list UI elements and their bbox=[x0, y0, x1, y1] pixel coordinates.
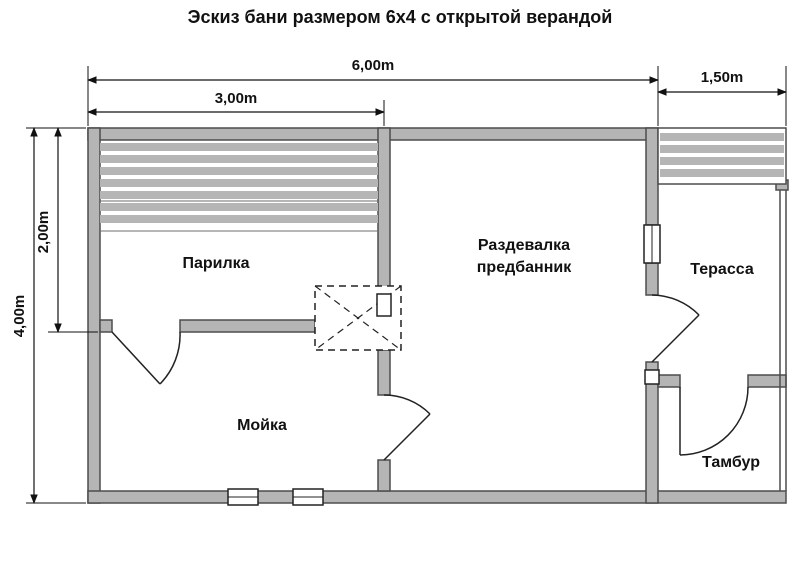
window-right-wall bbox=[643, 224, 661, 264]
room-label-tambur: Тамбур bbox=[702, 454, 760, 471]
wall-interior-vertical-lower bbox=[377, 459, 391, 492]
door-moyka-razdevalka bbox=[383, 394, 431, 461]
window-bottom-2 bbox=[292, 488, 324, 506]
dimension-height-parilka: 2,00m bbox=[35, 127, 98, 333]
wall-tambur-left bbox=[657, 374, 681, 388]
stove-wall-opening bbox=[376, 293, 392, 317]
dimension-height-total: 4,00m bbox=[11, 127, 86, 504]
wall-left bbox=[87, 127, 101, 504]
wall-interior-vertical-upper bbox=[377, 127, 391, 289]
wall-right-upper bbox=[645, 127, 659, 226]
wall-interior-horizontal bbox=[179, 319, 316, 333]
wall-top bbox=[87, 127, 659, 141]
parilka-benches bbox=[100, 143, 378, 232]
walls bbox=[87, 127, 787, 504]
room-label-terrassa: Терасса bbox=[690, 261, 754, 278]
wall-interior-horizontal-stub bbox=[99, 319, 113, 333]
dimension-width-total: 6,00m bbox=[87, 57, 659, 126]
page-title: Эскиз бани размером 6х4 с открытой веран… bbox=[188, 7, 613, 27]
room-labels: Парилка Раздевалка предбанник Терасса Мо… bbox=[182, 237, 760, 471]
window-tambur-wall bbox=[644, 369, 660, 385]
window-bottom-1 bbox=[227, 488, 259, 506]
wall-bottom bbox=[87, 490, 787, 504]
room-label-razdevalka-line1: Раздевалка bbox=[478, 237, 570, 254]
stove bbox=[314, 285, 402, 351]
door-parilka-moyka bbox=[111, 331, 181, 385]
doors bbox=[111, 294, 749, 461]
dimension-width-terrace: 1,50m bbox=[657, 66, 787, 126]
door-razdevalka-terrassa bbox=[651, 294, 700, 363]
room-label-parilka: Парилка bbox=[182, 255, 249, 272]
windows bbox=[227, 224, 661, 506]
dim-label-4m: 4,00m bbox=[11, 295, 28, 338]
dimension-width-parilka: 3,00m bbox=[87, 90, 385, 126]
dim-label-6m: 6,00m bbox=[352, 57, 395, 74]
terrace-open-edge bbox=[775, 179, 789, 491]
wall-right-mid bbox=[645, 262, 659, 296]
room-label-moyka: Мойка bbox=[237, 417, 287, 434]
dim-label-2m: 2,00m bbox=[35, 211, 52, 254]
door-tambur bbox=[679, 386, 749, 456]
terrace-hatch-block bbox=[657, 127, 787, 185]
wall-interior-vertical-mid bbox=[377, 349, 391, 396]
room-label-razdevalka-line2: предбанник bbox=[477, 259, 572, 276]
dim-label-1-5m: 1,50m bbox=[701, 69, 744, 86]
dim-label-3m: 3,00m bbox=[215, 90, 258, 107]
